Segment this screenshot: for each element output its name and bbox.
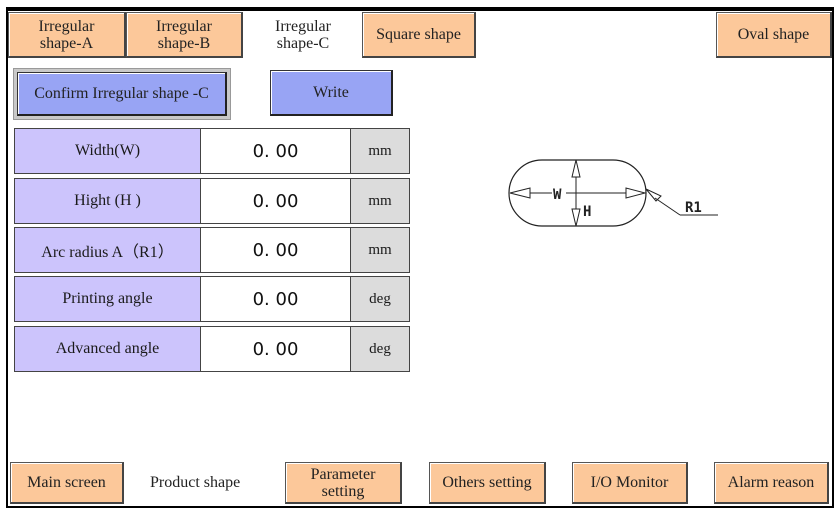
tab-square-shape[interactable]: Square shape — [362, 12, 476, 58]
current-screen-product-shape: Product shape — [150, 474, 241, 491]
tab-label-line2: shape-C — [276, 35, 330, 52]
io-monitor-button[interactable]: I/O Monitor — [572, 462, 688, 504]
width-arrow-right-icon — [625, 187, 647, 199]
param-row-arc-radius: Arc radius A（R1） 0. 00 mm — [14, 227, 410, 273]
tab-label-line2: shape-B — [157, 34, 211, 52]
param-row-printing-angle: Printing angle 0. 00 deg — [14, 276, 410, 322]
others-setting-button[interactable]: Others setting — [429, 462, 546, 504]
io-monitor-label: I/O Monitor — [590, 474, 669, 491]
param-unit: mm — [350, 128, 410, 174]
width-label: W — [553, 187, 562, 203]
radius-arrow-icon — [645, 188, 662, 202]
alarm-reason-button[interactable]: Alarm reason — [714, 462, 829, 504]
radius-leader-line — [654, 197, 681, 216]
screen-frame — [6, 7, 834, 508]
param-unit: deg — [350, 326, 410, 372]
oval-shape-diagram: W H R1 — [508, 159, 718, 227]
height-arrow-up-icon — [571, 159, 581, 178]
param-label: Advanced angle — [14, 326, 201, 372]
tab-label: Oval shape — [737, 26, 810, 43]
confirm-label: Confirm Irregular shape -C — [34, 85, 209, 102]
param-unit: deg — [350, 276, 410, 322]
param-label: Width(W) — [14, 128, 201, 174]
write-label: Write — [313, 84, 349, 101]
alarm-reason-label: Alarm reason — [727, 474, 815, 491]
tab-label-line2: shape-A — [39, 34, 94, 52]
height-label: H — [583, 204, 591, 220]
tab-label-line1: Irregular — [275, 18, 331, 35]
tab-label: Square shape — [376, 26, 461, 43]
arc-radius-input[interactable]: 0. 00 — [200, 227, 351, 273]
tab-label-line1: Irregular — [38, 17, 95, 35]
param-row-height: Hight (H ) 0. 00 mm — [14, 178, 410, 224]
param-row-width: Width(W) 0. 00 mm — [14, 128, 410, 174]
parameter-setting-line2: setting — [321, 482, 365, 500]
tab-oval-shape[interactable]: Oval shape — [716, 12, 832, 58]
width-input[interactable]: 0. 00 — [200, 128, 351, 174]
advanced-angle-input[interactable]: 0. 00 — [200, 326, 351, 372]
height-arrow-down-icon — [571, 208, 581, 227]
height-input[interactable]: 0. 00 — [200, 178, 351, 224]
param-unit: mm — [350, 227, 410, 273]
param-label: Printing angle — [14, 276, 201, 322]
tab-label-line1: Irregular — [156, 17, 212, 35]
param-label: Hight (H ) — [14, 178, 201, 224]
oval-outline — [508, 159, 647, 227]
parameter-setting-line1: Parameter — [310, 465, 376, 483]
others-setting-label: Others setting — [442, 474, 532, 491]
main-screen-button[interactable]: Main screen — [10, 462, 124, 504]
width-arrow-left-icon — [509, 187, 531, 199]
confirm-irregular-shape-c-button[interactable]: Confirm Irregular shape -C — [17, 72, 227, 116]
param-label: Arc radius A（R1） — [14, 227, 201, 273]
param-row-advanced-angle: Advanced angle 0. 00 deg — [14, 326, 410, 372]
param-unit: mm — [350, 178, 410, 224]
write-button[interactable]: Write — [270, 70, 393, 116]
printing-angle-input[interactable]: 0. 00 — [200, 276, 351, 322]
radius-label: R1 — [685, 200, 702, 216]
main-screen-label: Main screen — [27, 474, 106, 491]
